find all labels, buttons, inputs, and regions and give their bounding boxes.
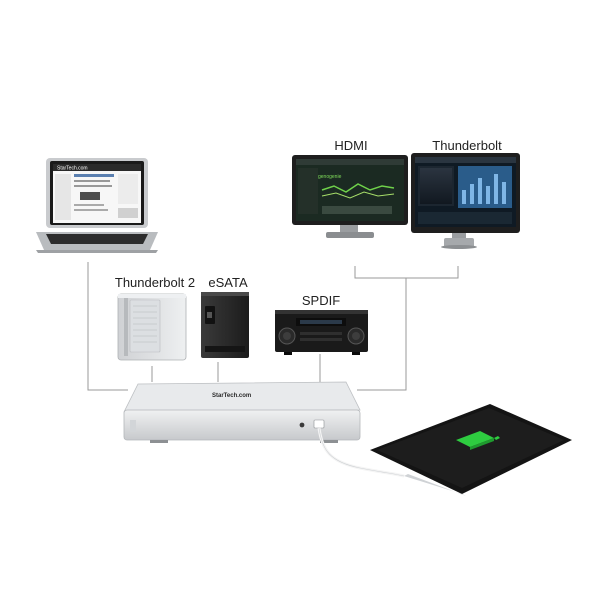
label-esata: eSATA [208,275,248,290]
monitor-hdmi-app-text: genogenie [318,174,342,180]
thunderbolt-dock: StarTech.com [123,381,361,443]
esata-drive [201,292,249,358]
connector-lines [87,262,459,391]
tablet [370,404,572,496]
dock-audio-port [299,422,305,428]
line-monitors-to-dock [357,278,407,391]
laptop: StarTech.com [36,158,158,253]
line-monitors-bracket [354,266,459,279]
label-thunderbolt-2: Thunderbolt 2 [114,275,196,290]
dock-usb-port [313,419,325,429]
label-spdif: SPDIF [301,293,341,308]
tablet-battery-icon [456,431,500,450]
label-hdmi: HDMI [334,138,368,153]
label-thunderbolt: Thunderbolt [432,138,502,153]
thunderbolt2-storage [117,293,187,361]
line-laptop-to-dock [87,262,128,391]
dock-brand-logo: StarTech.com [212,393,251,399]
monitor-thunderbolt [411,153,520,249]
spdif-receiver [275,310,368,355]
laptop-screen-brand: StarTech.com [57,166,88,172]
monitor-hdmi: genogenie [292,155,408,238]
